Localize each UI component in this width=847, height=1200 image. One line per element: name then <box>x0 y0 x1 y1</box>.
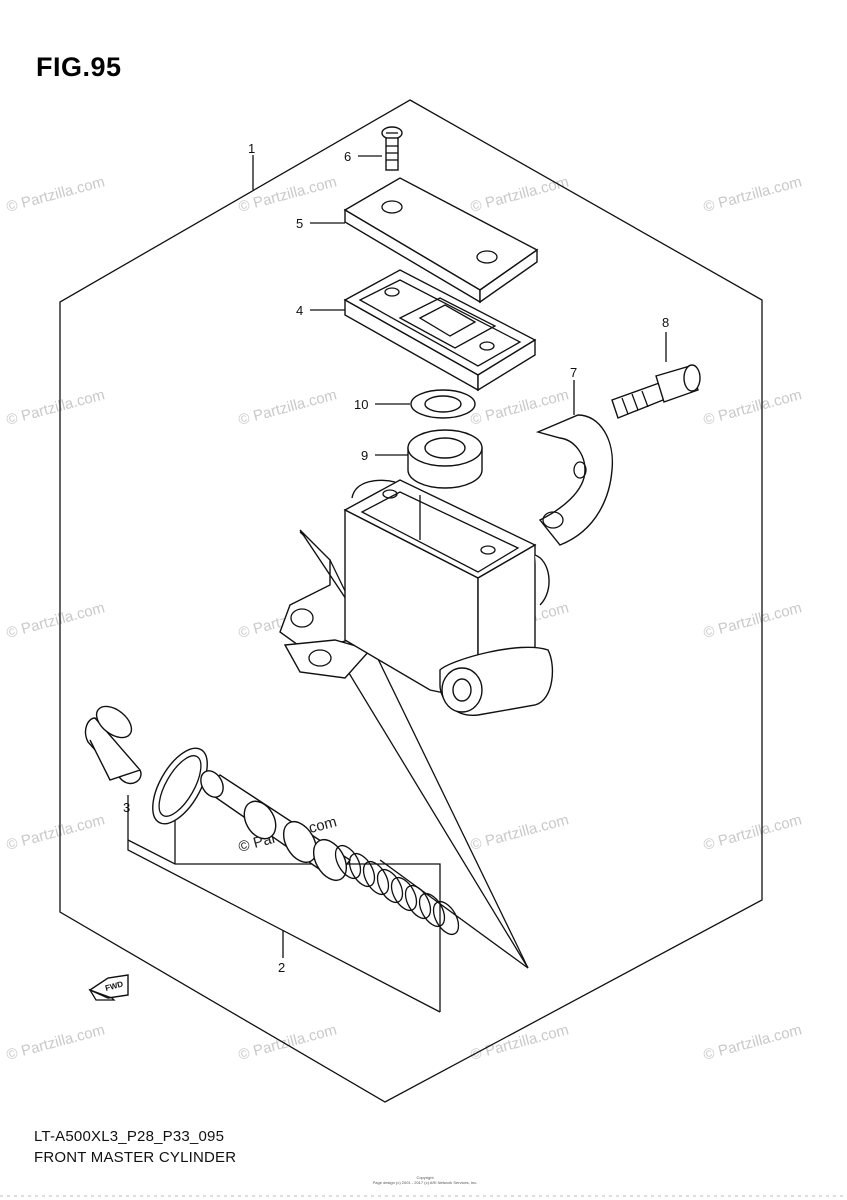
watermark: © Partzilla.com <box>702 173 804 216</box>
watermark: © Partzilla.com <box>702 811 804 854</box>
watermark: © Partzilla.com <box>5 386 107 429</box>
part-boot <box>84 705 142 785</box>
callout-10: 10 <box>354 397 368 412</box>
copyright-notice: Copyright Page design (c) 2001 - 2017 (c… <box>340 1175 510 1185</box>
part-diaphragm <box>343 269 537 392</box>
copyright-line1: Copyright <box>416 1175 434 1180</box>
callout-2: 2 <box>278 960 285 975</box>
figure-code: LT-A500XL3_P28_P33_095 <box>34 1128 225 1145</box>
callout-numbers: 1 2 3 4 5 6 7 8 9 10 <box>123 141 669 975</box>
callout-9: 9 <box>361 448 368 463</box>
part-ring <box>410 389 476 419</box>
watermark: © Partzilla.com <box>237 173 339 216</box>
copyright-line2: Page design (c) 2001 - 2017 (c) ARI Netw… <box>372 1180 478 1185</box>
callout-1: 1 <box>248 141 255 156</box>
part-cylinder-body <box>279 479 554 716</box>
callout-5: 5 <box>296 216 303 231</box>
watermark: © Partzilla.com <box>702 386 804 429</box>
part-bolt <box>611 364 701 419</box>
part-plate <box>407 429 483 489</box>
figure-name: FRONT MASTER CYLINDER <box>34 1149 237 1166</box>
watermark: © Partzilla.com <box>5 811 107 854</box>
watermark: © Partzilla.com <box>469 1021 571 1064</box>
figure-title: FIG.95 <box>36 52 122 82</box>
watermark: © Partzilla.com <box>5 173 107 216</box>
watermark: © Partzilla.com <box>469 811 571 854</box>
part-circlip <box>152 747 208 825</box>
watermark: © Partzilla.com <box>702 1021 804 1064</box>
callout-8: 8 <box>662 315 669 330</box>
part-screw <box>381 126 403 171</box>
watermark: © Partzilla.com <box>237 386 339 429</box>
watermark: © Partzilla.com <box>469 173 571 216</box>
callout-3: 3 <box>123 800 130 815</box>
assembly-outline <box>59 99 763 1103</box>
part-clamp <box>535 414 614 546</box>
part-reservoir-cap <box>343 177 539 304</box>
part-piston-set <box>200 770 460 936</box>
watermark: © Partzilla.com <box>5 1021 107 1064</box>
callout-7: 7 <box>570 365 577 380</box>
callout-6: 6 <box>344 149 351 164</box>
watermark: © Partzilla.com <box>5 599 107 642</box>
fwd-arrow-icon: FWD <box>88 974 129 1001</box>
callout-4: 4 <box>296 303 303 318</box>
watermark: © Partzilla.com <box>237 1021 339 1064</box>
watermark: © Partzilla.com <box>702 599 804 642</box>
watermark: © Partzilla.com <box>469 386 571 429</box>
